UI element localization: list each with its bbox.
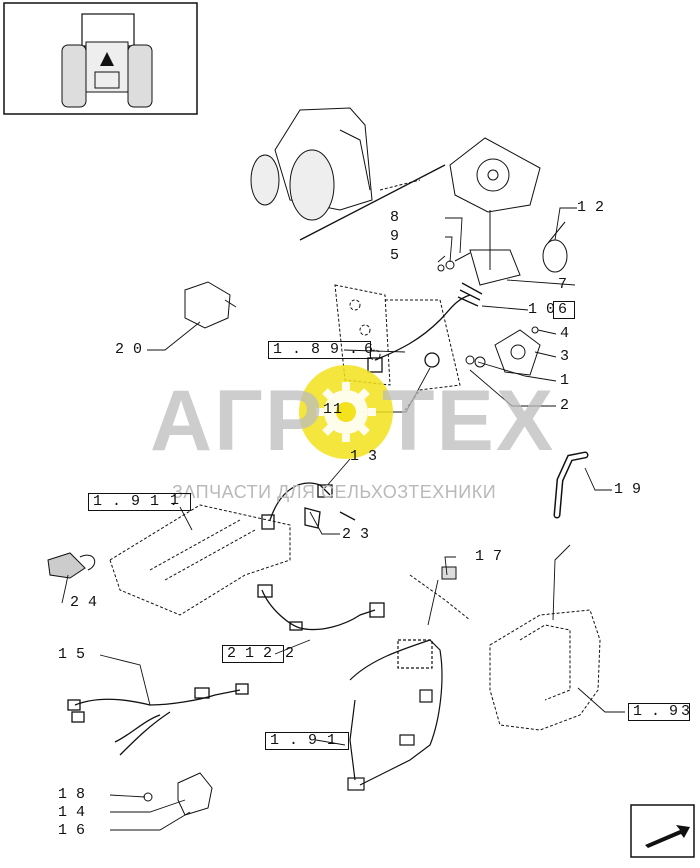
callout-23: 23: [342, 526, 379, 543]
ref-191-floor: 1.91.: [88, 493, 192, 511]
socket-detail: [449, 137, 568, 286]
ref-193-tail: 3: [681, 703, 696, 720]
sensor-17: [441, 566, 457, 580]
ref-193: 1.9: [628, 703, 691, 721]
relay-16: [143, 772, 213, 816]
next-page-arrow-icon[interactable]: [630, 804, 695, 858]
connector-24: [47, 552, 96, 579]
harness-6: [367, 282, 483, 373]
callout-2: 2: [560, 397, 575, 414]
harness-13: [261, 482, 356, 530]
callout-9: 9: [390, 228, 405, 245]
callout-12: 12: [577, 199, 614, 216]
callout-1: 1: [560, 372, 575, 389]
callout-17: 17: [475, 548, 512, 565]
callout-15: 15: [58, 646, 95, 663]
ref-191-floor-tail: 1: [170, 492, 185, 509]
floor-tray: [109, 504, 291, 616]
callout-14: 14: [58, 804, 95, 821]
ref-1896: 1.89.: [268, 341, 372, 359]
callout-5: 5: [390, 247, 405, 264]
ref-191-cab: 1.91: [265, 732, 350, 750]
callout-18: 18: [58, 786, 95, 803]
watermark-brand-right: ТЕХ: [382, 373, 556, 469]
callout-8: 8: [390, 209, 405, 226]
callout-11: 11: [323, 401, 344, 418]
callout-7: 7: [558, 276, 573, 293]
callout-3: 3: [560, 348, 575, 365]
callout-20: 20: [115, 341, 152, 358]
tractor-thumbnail-icon[interactable]: [3, 2, 198, 115]
callout-24: 24: [70, 594, 107, 611]
harness-212: [257, 584, 385, 631]
main-harness: [347, 639, 443, 791]
callout-4: 4: [560, 325, 575, 342]
ref-1896-tail: 6: [364, 341, 379, 358]
leader-lines: [61, 207, 625, 831]
callout-10: 10: [528, 301, 565, 318]
callout-2b: 2: [285, 645, 300, 662]
watermark-brand-left: АГР: [150, 373, 325, 469]
callout-16: 16: [58, 822, 95, 839]
ref-212: 212: [222, 645, 285, 663]
callout-13: 13: [350, 448, 387, 465]
callout-19: 19: [614, 481, 651, 498]
harness-15: [67, 683, 249, 756]
cab-frame: [409, 574, 601, 731]
fasteners: [437, 252, 471, 272]
tractor-overview: [250, 107, 446, 241]
watermark-logo: [299, 365, 393, 459]
relay-20: [184, 281, 237, 329]
watermark-subtitle: ЗАПЧАСТИ ДЛЯ СЕЛЬХОЗТЕХНИКИ: [172, 482, 497, 502]
ref-106: 6: [553, 301, 576, 319]
